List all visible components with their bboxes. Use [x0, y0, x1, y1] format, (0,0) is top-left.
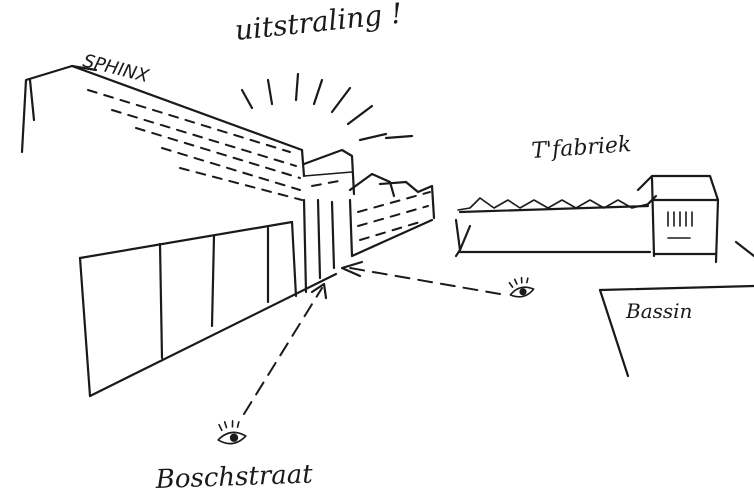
- tfabriek-building: [456, 176, 718, 262]
- radiance-lines: [242, 74, 412, 140]
- sightline-right: [342, 262, 500, 294]
- label-bassin: Bassin: [625, 299, 692, 323]
- eye-icon: [216, 419, 247, 445]
- label-uitstraling: uitstraling !: [233, 0, 403, 47]
- perspective-wall: [80, 200, 336, 396]
- label-tfabriek: T'fabriek: [531, 132, 632, 164]
- sphinx-building: [22, 66, 434, 256]
- eye-icon: [507, 276, 535, 300]
- label-boschstraat: Boschstraat: [154, 460, 314, 496]
- sightline-bottom: [244, 284, 326, 414]
